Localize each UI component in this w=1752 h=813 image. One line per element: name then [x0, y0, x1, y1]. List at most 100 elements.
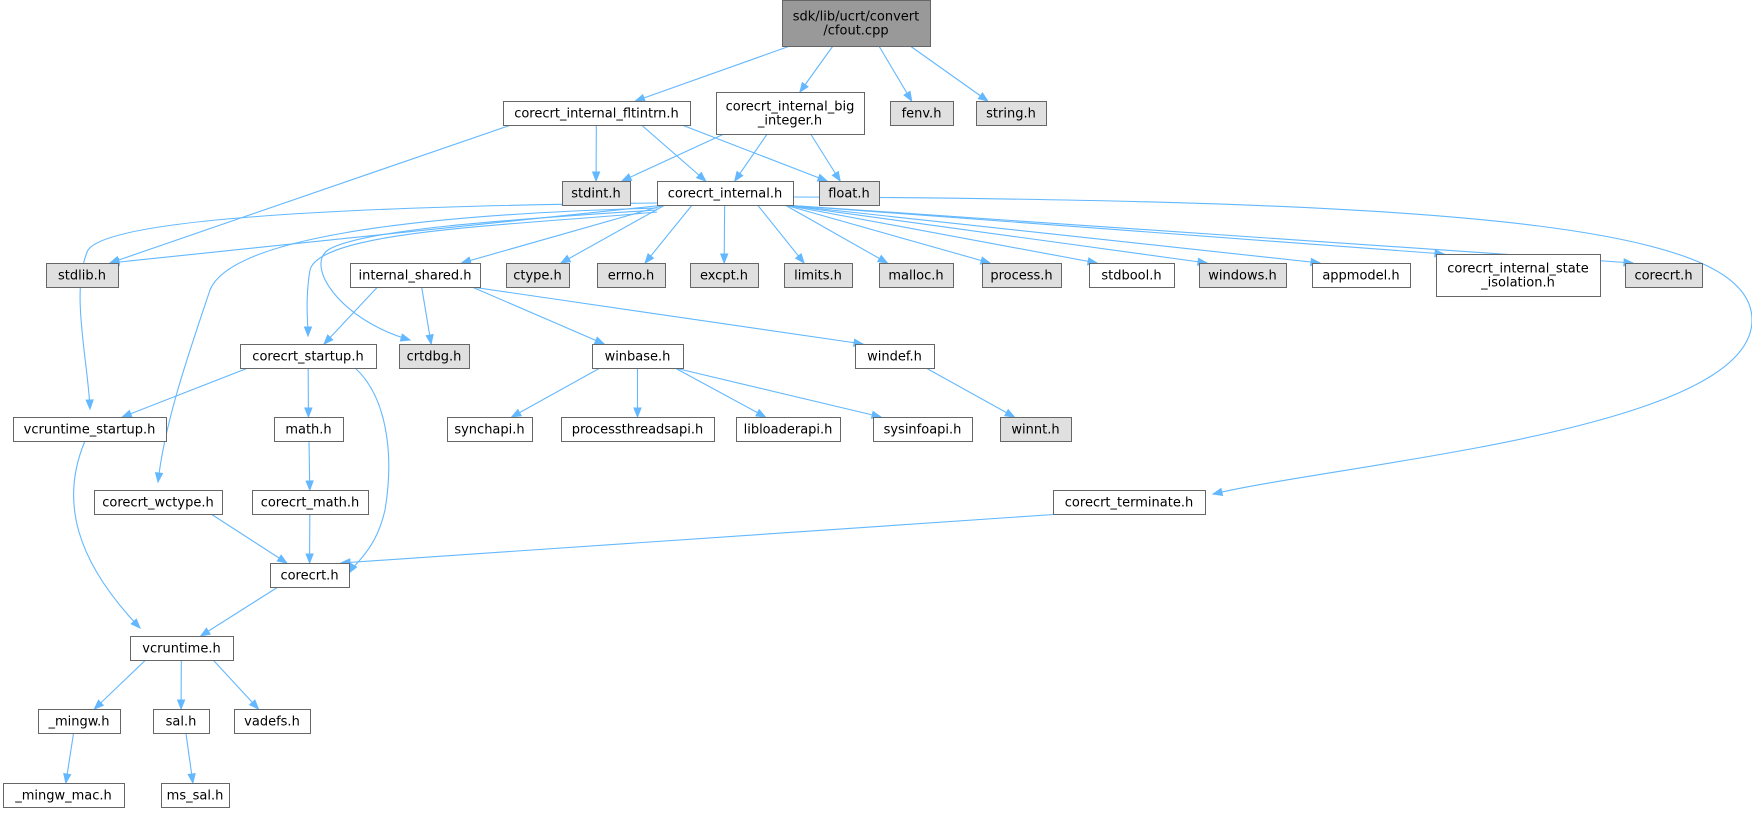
node-label: errno.h — [608, 269, 655, 284]
node-limits[interactable]: limits.h — [784, 263, 853, 288]
node-mingw_mac[interactable]: _mingw_mac.h — [3, 783, 125, 808]
node-corecrt_internal[interactable]: corecrt_internal.h — [657, 181, 794, 206]
node-stdbool[interactable]: stdbool.h — [1089, 263, 1175, 288]
node-label: _integer.h — [757, 114, 822, 129]
edge-line — [784, 204, 1098, 264]
node-big_integer[interactable]: corecrt_internal_big_integer.h — [716, 92, 865, 135]
node-vcruntime_startup[interactable]: vcruntime_startup.h — [13, 417, 167, 442]
node-vadefs[interactable]: vadefs.h — [234, 709, 311, 734]
node-process[interactable]: process.h — [982, 263, 1062, 288]
node-fenv[interactable]: fenv.h — [890, 101, 954, 126]
edge-internal_shared-to-winbase — [471, 286, 606, 345]
edge-line — [471, 286, 605, 345]
node-appmodel[interactable]: appmodel.h — [1312, 263, 1411, 288]
edge-arrowhead — [977, 92, 989, 102]
node-winnt[interactable]: winnt.h — [1000, 417, 1072, 442]
edge-vcruntime_startup-to-vcruntime — [73, 440, 141, 629]
node-crtdbg[interactable]: crtdbg.h — [399, 344, 470, 369]
edge-big_integer-to-stdint — [620, 133, 725, 182]
node-float[interactable]: float.h — [819, 181, 880, 206]
node-ms_sal[interactable]: ms_sal.h — [161, 783, 230, 808]
edge-line — [323, 286, 378, 345]
edge-line — [79, 202, 658, 410]
edge-line — [511, 367, 601, 418]
edge-line — [757, 204, 805, 264]
edge-arrowhead — [559, 254, 572, 264]
edge-line — [348, 367, 390, 574]
edge-root-to-fenv — [878, 45, 913, 103]
node-fltintrn[interactable]: corecrt_internal_fltintrn.h — [503, 101, 691, 126]
node-box — [3, 783, 125, 808]
node-corecrt_ext[interactable]: corecrt.h — [1625, 263, 1703, 288]
edge-sal-to-ms_sal — [185, 732, 196, 785]
edge-arrowhead — [63, 772, 72, 785]
node-libloaderapi[interactable]: libloaderapi.h — [736, 417, 841, 442]
edge-arrowhead — [460, 256, 472, 265]
node-label: corecrt_math.h — [261, 496, 360, 511]
node-label: float.h — [828, 187, 870, 202]
node-corecrt[interactable]: corecrt.h — [270, 563, 350, 588]
edge-arrowhead — [593, 336, 606, 345]
edge-corecrt_terminate-to-corecrt — [339, 513, 1062, 567]
edge-line — [210, 513, 288, 564]
edge-line — [784, 204, 991, 264]
node-label: math.h — [285, 423, 331, 438]
node-sysinfoapi[interactable]: sysinfoapi.h — [873, 417, 973, 442]
node-winbase[interactable]: winbase.h — [592, 344, 684, 369]
node-label: corecrt.h — [1634, 269, 1692, 284]
edge-corecrt_internal-to-corecrt_terminate — [792, 196, 1752, 496]
edge-arrowhead — [644, 252, 655, 265]
node-corecrt_terminate[interactable]: corecrt_terminate.h — [1053, 490, 1206, 515]
node-corecrt_wctype[interactable]: corecrt_wctype.h — [94, 490, 223, 515]
node-label: processthreadsapi.h — [572, 423, 704, 438]
node-string[interactable]: string.h — [976, 101, 1047, 126]
edge-corecrt_internal-to-corecrt_wctype — [154, 207, 658, 484]
node-vcruntime[interactable]: vcruntime.h — [130, 636, 234, 661]
node-stdint[interactable]: stdint.h — [562, 181, 631, 206]
edge-corecrt_startup-to-vcruntime_startup — [120, 367, 249, 418]
edge-arrowhead — [130, 618, 141, 629]
edge-arrowhead — [720, 253, 729, 265]
node-state_isolation[interactable]: corecrt_internal_state_isolation.h — [1436, 254, 1601, 297]
node-label: corecrt_wctype.h — [102, 496, 213, 511]
edge-corecrt_startup-to-corecrt — [348, 367, 390, 575]
node-mingw[interactable]: _mingw.h — [38, 709, 121, 734]
node-label: _isolation.h — [1480, 276, 1555, 291]
edge-corecrt_wctype-to-corecrt — [210, 513, 288, 564]
node-windef[interactable]: windef.h — [855, 344, 935, 369]
edge-arrowhead — [425, 333, 434, 346]
edge-winbase-to-synchapi — [510, 367, 601, 418]
edge-root-to-big_integer — [799, 45, 834, 94]
edge-line — [122, 367, 249, 418]
node-stdlib[interactable]: stdlib.h — [46, 263, 119, 288]
node-label: fenv.h — [902, 107, 942, 122]
node-corecrt_startup[interactable]: corecrt_startup.h — [240, 344, 377, 369]
edge-vcruntime-to-sal — [176, 659, 186, 711]
node-errno[interactable]: errno.h — [597, 263, 666, 288]
edge-line — [421, 286, 432, 345]
node-malloc[interactable]: malloc.h — [879, 263, 954, 288]
node-excpt[interactable]: excpt.h — [690, 263, 759, 288]
node-corecrt_math[interactable]: corecrt_math.h — [252, 490, 369, 515]
node-windows[interactable]: windows.h — [1199, 263, 1287, 288]
edge-line — [784, 204, 1321, 264]
node-synchapi[interactable]: synchapi.h — [447, 417, 533, 442]
node-root[interactable]: sdk/lib/ucrt/convert/cfout.cpp — [782, 0, 931, 47]
edge-big_integer-to-corecrt_internal — [733, 133, 768, 183]
node-box — [1436, 254, 1601, 297]
node-internal_shared[interactable]: internal_shared.h — [350, 263, 481, 288]
node-box — [1000, 417, 1072, 442]
node-processthreadsapi[interactable]: processthreadsapi.h — [561, 417, 715, 442]
edge-corecrt_internal-to-vcruntime_startup — [79, 202, 658, 411]
node-label: process.h — [990, 269, 1052, 284]
node-ctype[interactable]: ctype.h — [506, 263, 570, 288]
node-sal[interactable]: sal.h — [153, 709, 210, 734]
node-label: malloc.h — [888, 269, 943, 284]
edge-arrowhead — [176, 699, 186, 711]
node-box — [46, 263, 119, 288]
node-label: corecrt_startup.h — [252, 350, 363, 365]
edge-vcruntime-to-mingw — [93, 659, 147, 710]
edge-corecrt_internal-to-ctype — [559, 204, 666, 264]
edge-math-to-corecrt_math — [305, 440, 314, 492]
node-math[interactable]: math.h — [274, 417, 344, 442]
